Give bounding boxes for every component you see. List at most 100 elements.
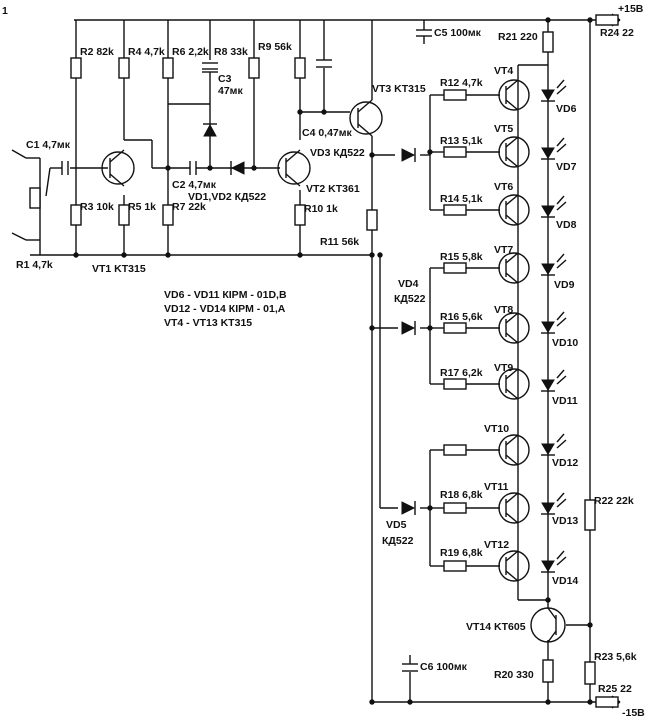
- resistor-r23: [584, 661, 596, 685]
- label-r19: R19 6,8k: [440, 547, 483, 559]
- resistor-r16: [443, 322, 467, 334]
- resistor-r8: [294, 57, 306, 79]
- label-vt14: VT14 KT605: [466, 621, 526, 633]
- resistor-r11: [366, 209, 378, 231]
- component-labels: 1 +15В -15В C1 4,7мк R1 4,7k R2 82k R3 1…: [2, 3, 645, 719]
- wiring: [11, 13, 621, 709]
- label-vd5-type: КД522: [382, 535, 414, 547]
- transistor-vt4: [498, 79, 530, 111]
- resistor-r3: [70, 204, 82, 226]
- label-r10: R10 1k: [304, 203, 338, 215]
- label-vt8: VT8: [494, 304, 513, 316]
- led-vd6: [541, 79, 567, 102]
- transistor-vt6: [498, 194, 530, 226]
- label-r2: R2 82k: [80, 46, 114, 58]
- label-vd10: VD10: [552, 337, 578, 349]
- neg-rail-label: -15В: [622, 707, 645, 719]
- label-r23: R23 5,6k: [594, 651, 637, 663]
- label-r8: R8 33k: [214, 46, 248, 58]
- label-r15: R15 5,8k: [440, 251, 483, 263]
- resistor-r25: [595, 696, 619, 708]
- label-r1: R1 4,7k: [16, 259, 53, 271]
- diode-vd1: [203, 123, 217, 137]
- label-r6: R6 2,2k: [172, 46, 209, 58]
- label-c4: C4 0,47мк: [302, 127, 353, 139]
- resistor-r1: [29, 187, 41, 209]
- label-r20: R20 330: [494, 669, 534, 681]
- resistor-r5: [118, 204, 130, 226]
- label-vt3: VT3 KT315: [372, 83, 426, 95]
- resistor-r15: [443, 262, 467, 274]
- led-vd11: [541, 369, 567, 392]
- transistor-vt11: [498, 492, 530, 524]
- label-r4: R4 4,7k: [128, 46, 165, 58]
- label-r22: R22 22k: [594, 495, 634, 507]
- transistor-vt3: [349, 99, 383, 137]
- transistor-vt10: [498, 434, 530, 466]
- capacitor-c6: [402, 663, 418, 672]
- label-vd14: VD14: [552, 575, 578, 587]
- label-vt1: VT1 KT315: [92, 263, 146, 275]
- transistor-vt2: [277, 149, 311, 187]
- resistor-r2: [70, 57, 82, 79]
- label-vt7: VT7: [494, 244, 513, 256]
- resistor-r20: [542, 659, 554, 683]
- capacitor-c1: [61, 161, 69, 175]
- label-vt2: VT2 KT361: [306, 183, 360, 195]
- label-vt4: VT4: [494, 65, 513, 77]
- transistors: [101, 79, 566, 643]
- resistor-r12: [443, 89, 467, 101]
- led-vd13: [541, 492, 567, 515]
- label-r5: R5 1k: [128, 201, 156, 213]
- label-vd4-type: КД522: [394, 293, 426, 305]
- transistor-vt1: [101, 149, 135, 187]
- led-vd8: [541, 195, 567, 218]
- label-r24: R24 22: [600, 27, 634, 39]
- transistor-vt7: [498, 252, 530, 284]
- label-r11: R11 56k: [320, 236, 359, 248]
- label-r21: R21 220: [498, 31, 538, 43]
- label-c2: C2 4,7мк: [172, 179, 217, 191]
- led-vd9: [541, 253, 567, 276]
- label-r7: R7 22k: [172, 201, 206, 213]
- capacitor-c3: [202, 62, 218, 73]
- resistor-r17: [443, 378, 467, 390]
- label-vt5: VT5: [494, 123, 513, 135]
- label-vt12: VT12: [484, 539, 509, 551]
- resistor-r10: [294, 204, 306, 226]
- resistor-r7: [162, 204, 174, 226]
- capacitors: [61, 29, 432, 672]
- label-r3: R3 10k: [80, 201, 114, 213]
- label-vd6: VD6: [556, 103, 577, 115]
- label-vd12: VD12: [552, 457, 578, 469]
- label-vd3: VD3 КД522: [310, 147, 365, 159]
- label-r17: R17 6,2k: [440, 367, 483, 379]
- label-c3b: 47мк: [218, 85, 243, 97]
- led-vd14: [541, 550, 567, 573]
- capacitor-c2: [189, 161, 197, 175]
- resistor-r6: [162, 57, 174, 79]
- capacitor-c4: [316, 59, 332, 68]
- label-vd1-vd2: VD1,VD2 КД522: [188, 191, 266, 203]
- label-c6: C6 100мк: [420, 661, 468, 673]
- label-vt11: VT11: [484, 481, 509, 493]
- label-vd5: VD5: [386, 519, 407, 531]
- legend-line-1: VD6 - VD11 КIPM - 01D,B: [164, 289, 287, 301]
- led-vd12: [541, 433, 567, 456]
- junction-dots: [73, 17, 593, 705]
- label-vt6: VT6: [494, 181, 513, 193]
- resistors: [29, 14, 619, 708]
- transistor-vt8: [498, 312, 530, 344]
- diodes: [203, 123, 416, 515]
- label-vd11: VD11: [552, 395, 578, 407]
- led-vd7: [541, 137, 567, 160]
- transistor-vt5: [498, 136, 530, 168]
- label-r25: R25 22: [598, 683, 632, 695]
- label-r13: R13 5,1k: [440, 135, 483, 147]
- resistor-r22: [584, 499, 596, 531]
- resistor-vt10-base: [443, 444, 467, 456]
- diode-vd5: [401, 501, 416, 515]
- legend-line-3: VT4 - VT13 KT315: [164, 317, 252, 329]
